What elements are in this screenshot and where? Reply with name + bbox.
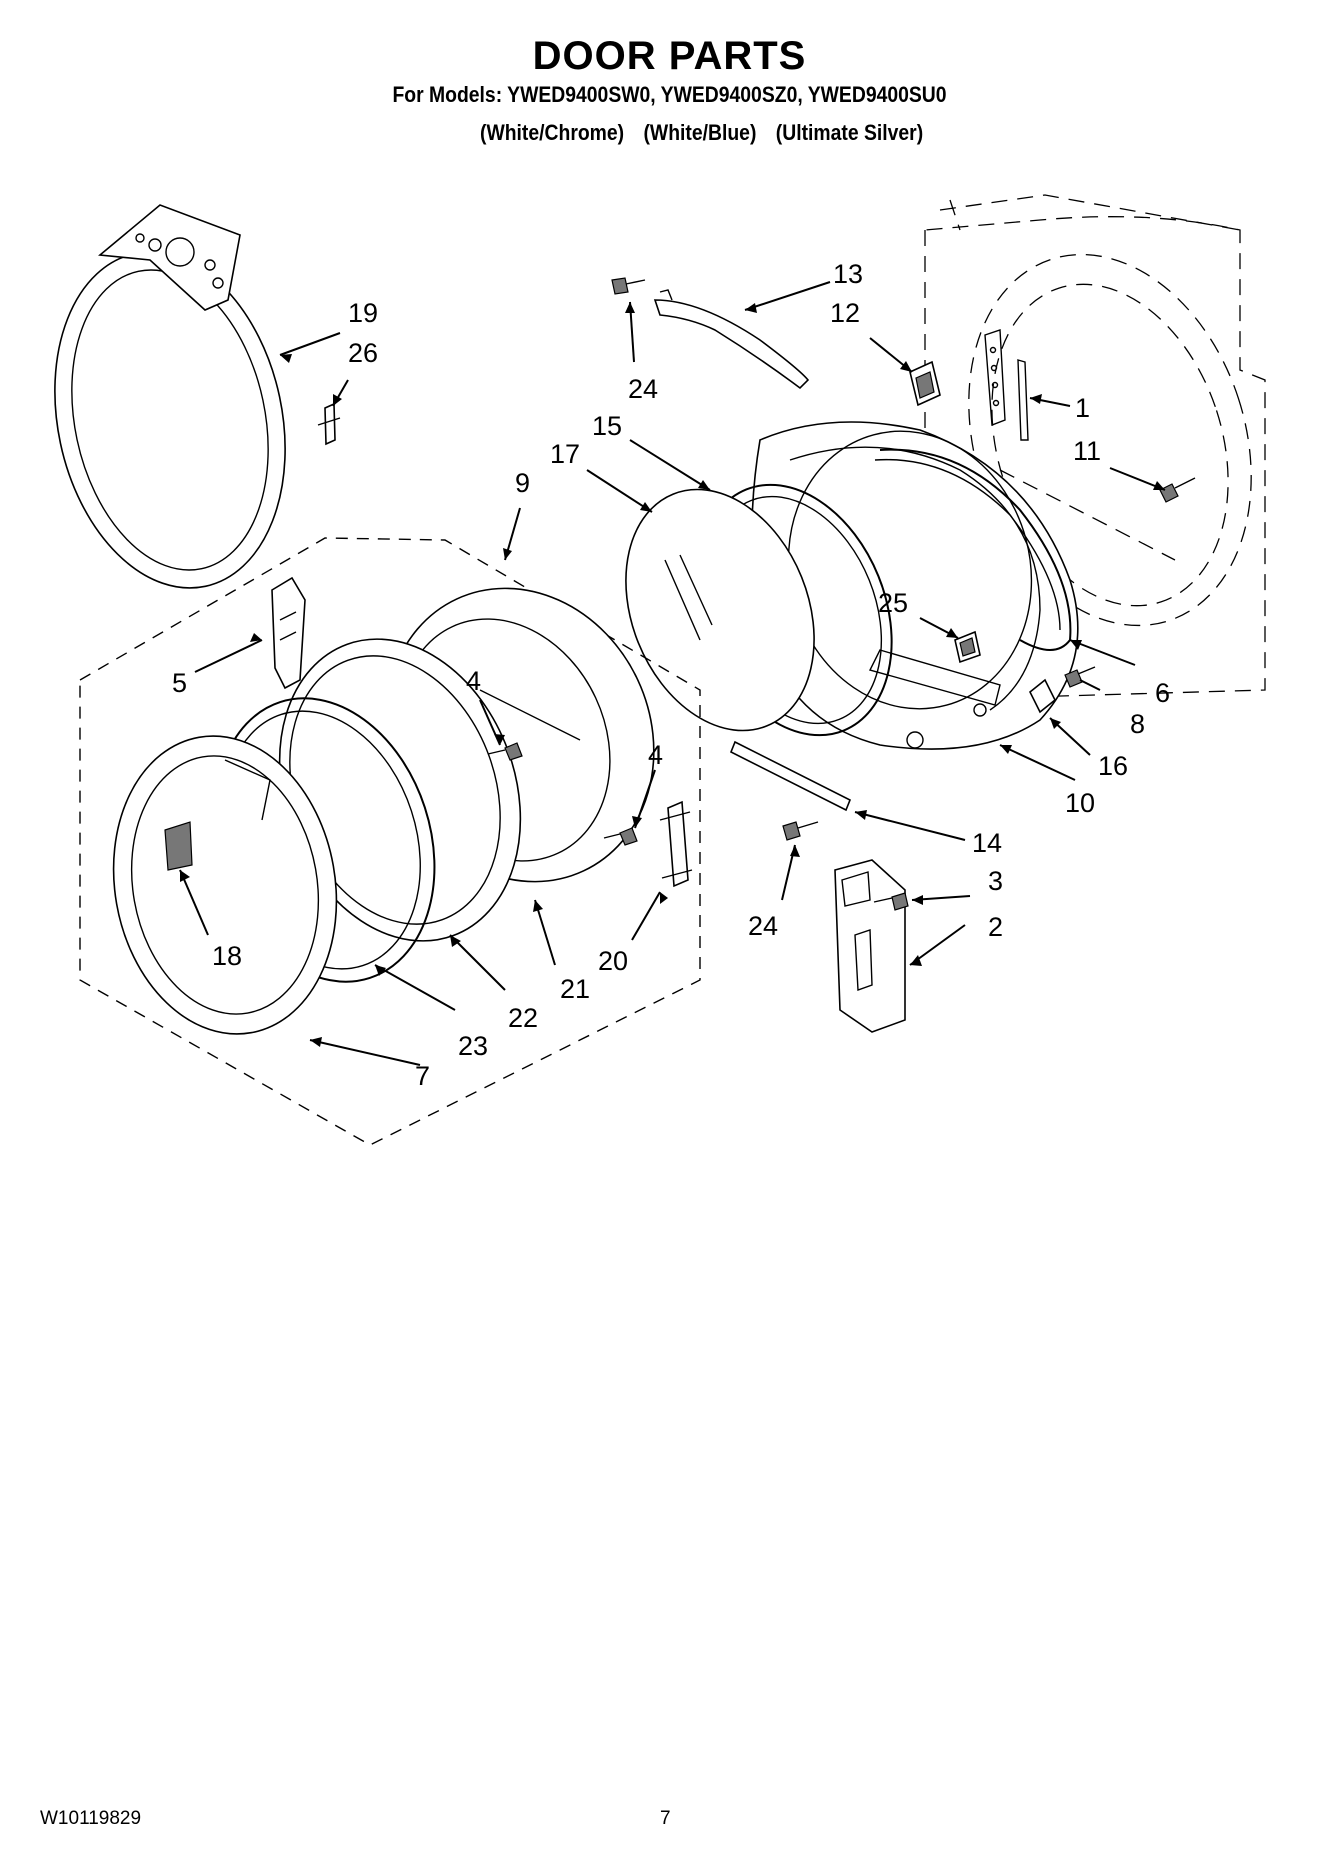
callout-20: 20 — [598, 946, 628, 976]
screw-icon — [603, 827, 638, 846]
callout-11: 11 — [1073, 436, 1101, 466]
callout-26: 26 — [348, 338, 378, 368]
hinge-bracket-26 — [317, 402, 341, 446]
callout-13: 13 — [833, 259, 863, 289]
callout-5: 5 — [172, 668, 187, 698]
outer-door-back-ring — [54, 204, 286, 589]
callout-17: 17 — [550, 439, 580, 469]
page-title: DOOR PARTS — [532, 34, 807, 78]
callout-16: 16 — [1098, 751, 1128, 781]
cabinet-front-outline — [924, 194, 1266, 701]
callout-4: 4 — [466, 666, 481, 696]
outer-door-frame — [112, 735, 338, 1035]
callout-6: 6 — [1155, 678, 1170, 708]
variant-white-chrome: (White/Chrome) — [480, 120, 625, 145]
cabinet-hinge-plate — [984, 329, 1029, 441]
document-number: W10119829 — [40, 1808, 142, 1829]
hinge-block — [909, 360, 941, 407]
models-line: For Models: YWED9400SW0, YWED9400SZ0, YW… — [392, 82, 947, 107]
handle-insert — [271, 576, 306, 690]
variant-white-blue: (White/Blue) — [643, 120, 757, 145]
door-assembly-outline — [79, 537, 701, 1146]
strike-plate — [1028, 678, 1057, 714]
door-bracket — [659, 800, 693, 888]
callout-24: 24 — [748, 911, 778, 941]
callout-25: 25 — [878, 588, 908, 618]
screw-icon — [782, 821, 819, 841]
screw-icon — [873, 892, 909, 911]
screw-icon — [1159, 477, 1196, 503]
callout-8: 8 — [1130, 709, 1145, 739]
callout-2: 2 — [988, 912, 1003, 942]
callout-1: 1 — [1075, 393, 1090, 423]
callout-24: 24 — [628, 374, 658, 404]
callout-21: 21 — [560, 974, 590, 1004]
page-number: 7 — [660, 1808, 671, 1829]
callout-14: 14 — [972, 828, 1002, 858]
callout-3: 3 — [988, 866, 1003, 896]
callout-10: 10 — [1065, 788, 1095, 818]
callout-19: 19 — [348, 298, 378, 328]
door-gasket — [874, 448, 1072, 651]
callout-23: 23 — [458, 1031, 488, 1061]
callout-12: 12 — [830, 298, 860, 328]
callout-15: 15 — [592, 411, 622, 441]
callout-7: 7 — [415, 1061, 430, 1091]
callout-labels: 1 2 3 4 4 5 6 7 8 9 10 11 12 13 14 15 16… — [172, 259, 1170, 1091]
hinge-arm — [653, 289, 810, 390]
arrowheads — [180, 302, 1165, 1047]
door-handle — [164, 821, 193, 871]
door-bar — [729, 740, 852, 812]
variant-ultimate-silver: (Ultimate Silver) — [775, 120, 924, 145]
callout-18: 18 — [212, 941, 242, 971]
callout-22: 22 — [508, 1003, 538, 1033]
model-variants: (White/Chrome) (White/Blue) (Ultimate Silv… — [480, 120, 943, 146]
door-catch — [954, 630, 981, 664]
door-latch — [834, 859, 906, 1033]
callout-9: 9 — [515, 468, 530, 498]
door-glass — [625, 488, 815, 732]
callout-4: 4 — [648, 740, 663, 770]
screw-icon — [487, 742, 523, 761]
screw-icon — [611, 277, 646, 295]
